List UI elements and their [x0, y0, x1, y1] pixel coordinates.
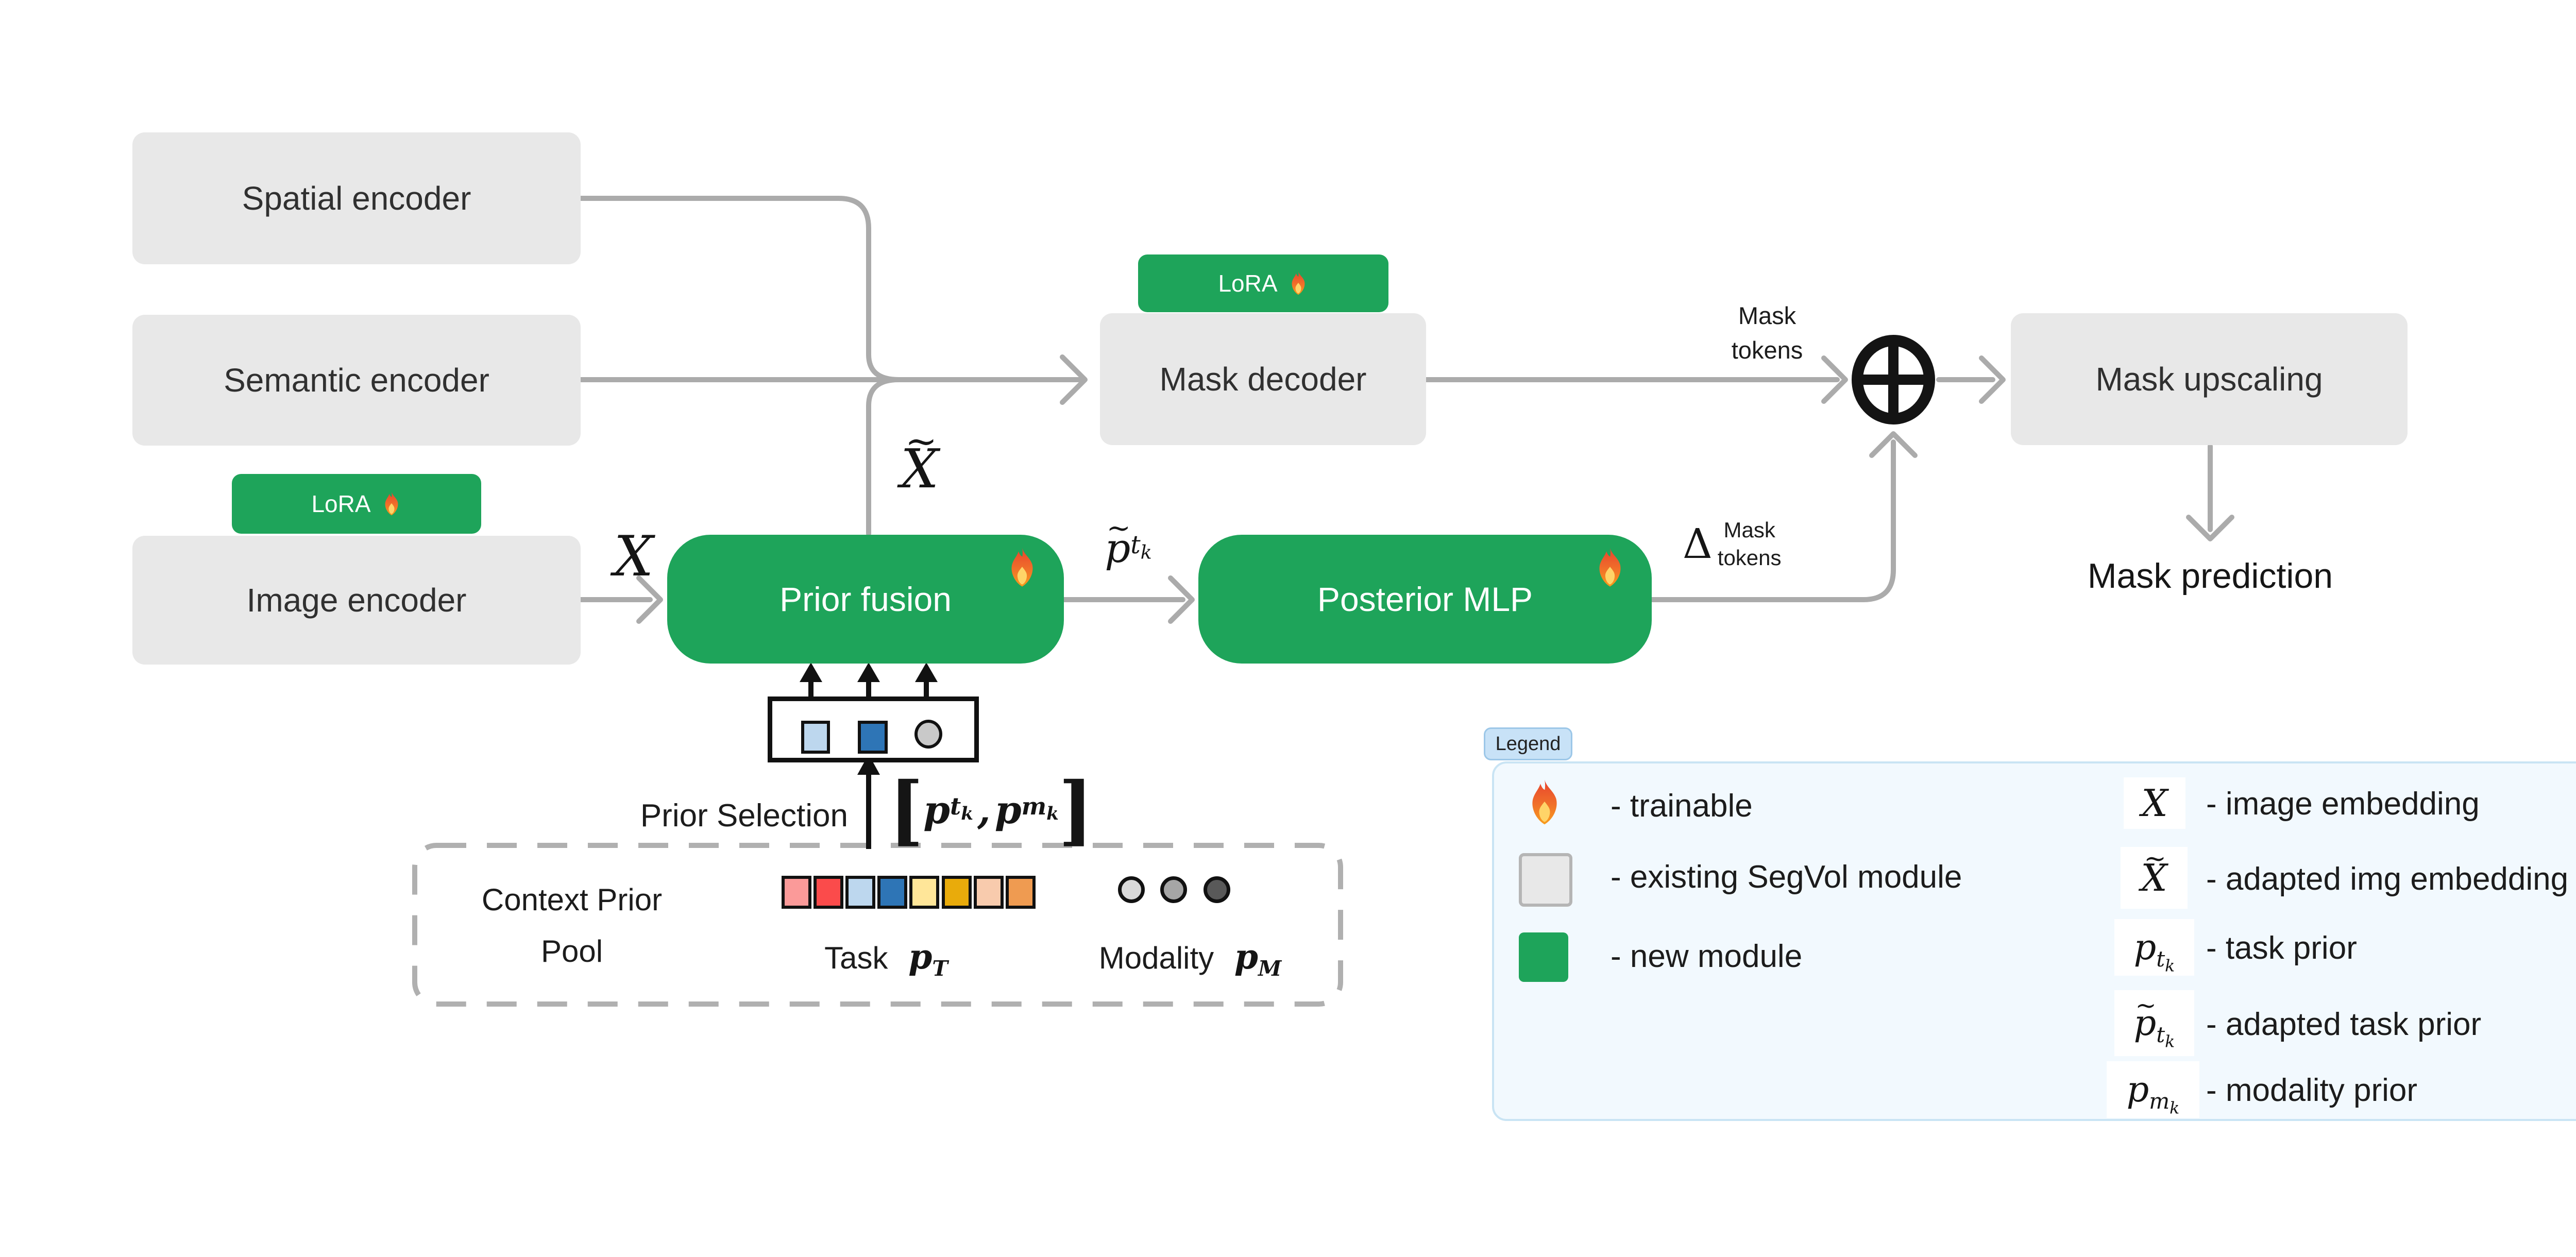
legend-existing-module-label: - existing SegVol module: [1611, 859, 1962, 895]
legend-new-module-label: - new module: [1611, 938, 1803, 974]
mask-decoder-box: Mask decoder: [1100, 313, 1426, 445]
task-prior-chip-2: [814, 876, 843, 909]
posterior-mlp-box: Posterior MLP: [1198, 535, 1652, 664]
task-prior-chip-8: [1006, 876, 1036, 909]
flame-icon: [1599, 548, 1621, 587]
task-prior-chip-7: [974, 876, 1004, 909]
x-tilde-label: ~X: [900, 419, 939, 500]
legend-tab: Legend: [1484, 727, 1572, 760]
flame-icon: [1011, 548, 1033, 587]
arrowhead-into-oplus-left: [1821, 355, 1848, 404]
selected-task-prior-dark: [858, 721, 888, 754]
mask-upscaling-box: Mask upscaling: [2011, 313, 2408, 445]
semantic-encoder-box: Semantic encoder: [132, 315, 581, 446]
lora-label: LoRA: [311, 490, 371, 517]
selected-task-prior-light: [801, 721, 830, 754]
prior-selection-label: Prior Selection: [640, 797, 848, 834]
task-prior-chip-4: [877, 876, 907, 909]
image-encoder-label: Image encoder: [246, 582, 467, 619]
spatial-encoder-box: Spatial encoder: [132, 132, 581, 264]
arrowhead-into-upscaling: [1979, 355, 2006, 404]
pool-dashed-border: [412, 843, 1343, 1007]
posterior-mlp-label: Posterior MLP: [1317, 580, 1533, 618]
flame-icon: [1532, 779, 1557, 825]
legend-task-prior-label: - task prior: [2206, 930, 2357, 966]
wire-spatial-to-junction: [578, 196, 901, 382]
legend-symbol-X: X: [2124, 777, 2185, 829]
flame-icon: [385, 491, 398, 516]
task-prior-chip-5: [909, 876, 939, 909]
legend-symbol-p-tk: ptk: [2114, 919, 2194, 976]
semantic-encoder-label: Semantic encoder: [224, 362, 489, 399]
task-pool-label: Task pT: [824, 937, 948, 981]
spatial-encoder-label: Spatial encoder: [242, 180, 471, 217]
arrowhead-into-oplus-bottom: [1869, 431, 1918, 458]
legend-adapted-embedding-label: - adapted img embedding: [2206, 861, 2569, 897]
gray-wires: [578, 196, 2234, 624]
legend-image-embedding-label: - image embedding: [2206, 786, 2480, 822]
selected-priors-box: [768, 697, 979, 762]
arrowhead-into-posterior-mlp: [1168, 575, 1195, 624]
legend-symbol-p-mk: pmk: [2107, 1061, 2199, 1118]
modality-prior-dot-2: [1160, 876, 1187, 903]
modality-prior-dot-3: [1204, 876, 1230, 903]
wire-posterior-to-oplus: [1649, 439, 1896, 602]
mask-upscaling-label: Mask upscaling: [2095, 361, 2323, 398]
legend-panel: - trainable - existing SegVol module - n…: [1492, 761, 2576, 1121]
prior-fusion-box: Prior fusion: [667, 535, 1064, 664]
lora-badge-mask-decoder: LoRA: [1138, 254, 1388, 312]
lora-badge-image-encoder: LoRA: [232, 474, 481, 534]
arrowhead-into-prediction: [2186, 515, 2234, 541]
gray-module-icon: [1519, 853, 1572, 907]
pool-title-line2: Pool: [540, 934, 603, 969]
task-prior-chip-1: [782, 876, 811, 909]
lora-label: LoRA: [1218, 270, 1278, 297]
pool-title-line1: Context Prior: [481, 882, 663, 917]
modality-prior-dot-1: [1118, 876, 1145, 903]
prior-fusion-label: Prior fusion: [779, 580, 952, 618]
black-arrows: [808, 681, 929, 849]
mask-decoder-label: Mask decoder: [1159, 361, 1367, 398]
legend-trainable-label: - trainable: [1611, 788, 1753, 824]
task-prior-chip-3: [845, 876, 875, 909]
green-module-icon: [1519, 932, 1568, 982]
mask-tokens-label: Mask tokens: [1731, 302, 1803, 364]
oplus-icon: [1852, 335, 1935, 424]
arrowhead-into-mask-decoder: [1060, 354, 1088, 405]
image-encoder-box: Image encoder: [132, 536, 581, 665]
delta-mask-tokens-label: Δ Mask tokens: [1683, 518, 1782, 570]
x-embedding-label: X: [614, 524, 654, 589]
selected-modality-prior: [914, 720, 942, 749]
delta-symbol: Δ: [1683, 520, 1713, 568]
legend-symbol-X-tilde: ~X: [2121, 843, 2188, 909]
legend-adapted-task-prior-label: - adapted task prior: [2206, 1006, 2482, 1042]
legend-symbol-p-tilde-tk: ~ptk: [2114, 990, 2194, 1056]
modality-pool-label: Modality pM: [1098, 937, 1282, 981]
mask-prediction-label: Mask prediction: [2087, 556, 2333, 596]
arrowhead-into-prior-fusion: [636, 575, 663, 624]
task-prior-chip-6: [942, 876, 972, 909]
flame-icon: [1292, 271, 1304, 295]
legend-modality-prior-label: - modality prior: [2206, 1072, 2417, 1108]
black-arrowheads: [800, 663, 938, 775]
